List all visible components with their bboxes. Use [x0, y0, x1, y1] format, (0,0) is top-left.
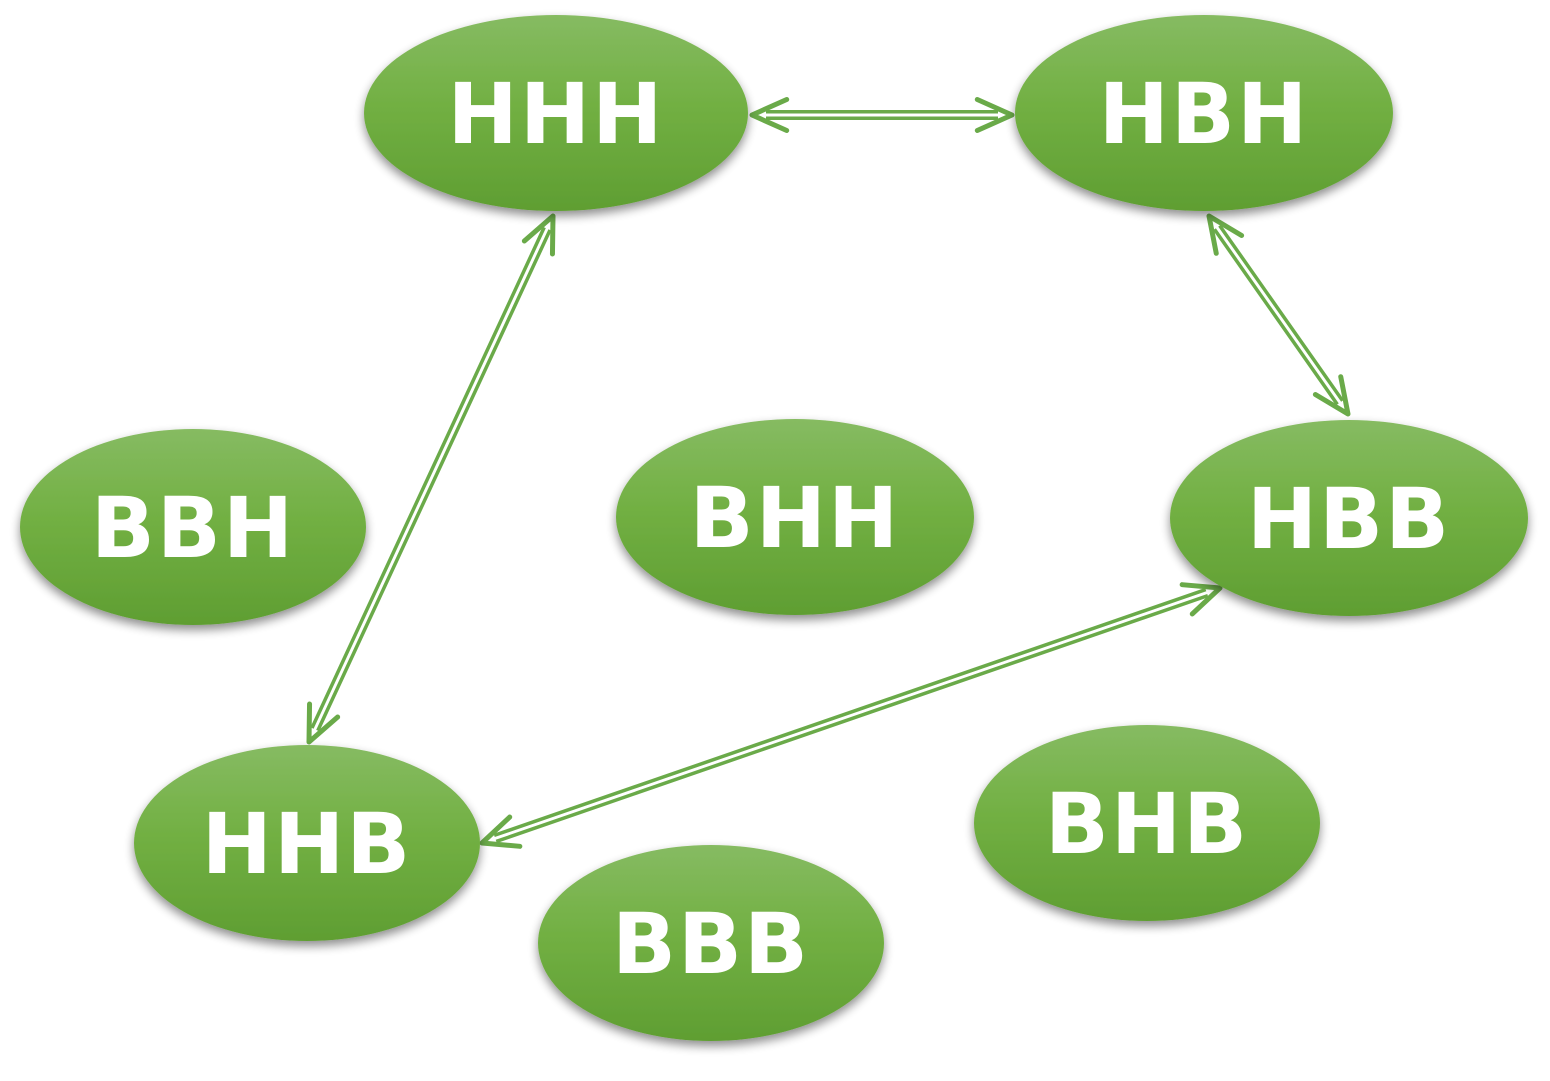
edge-shaft-line	[1212, 228, 1339, 406]
node-bhb: BHB	[974, 725, 1320, 921]
edge-shaft-line	[495, 593, 1209, 844]
edges-layer	[306, 97, 1351, 849]
node-ellipse	[974, 725, 1320, 921]
edge-shaft-line	[316, 229, 552, 732]
node-label: HHH	[448, 65, 665, 163]
node-label: HBH	[1099, 65, 1310, 163]
node-ellipse	[1170, 420, 1528, 616]
node-bhh: BHH	[616, 419, 974, 615]
arrowhead-hbh	[1206, 213, 1245, 256]
edge-hbb-hhb	[479, 582, 1223, 849]
node-hbb: HBB	[1170, 420, 1528, 616]
edge-hhh-hbh	[749, 97, 1015, 133]
node-ellipse	[616, 419, 974, 615]
node-ellipse	[364, 15, 748, 211]
node-label: BHB	[1045, 775, 1249, 873]
node-label: BBH	[91, 479, 295, 577]
edge-shaft-line	[1218, 224, 1345, 402]
node-label: HHB	[202, 795, 413, 893]
node-ellipse	[20, 429, 366, 625]
node-label: BBB	[612, 895, 810, 993]
node-label: BHH	[690, 469, 901, 567]
arrowhead-hbh	[974, 97, 1015, 133]
node-bbb: BBB	[538, 845, 884, 1041]
node-label: HBB	[1247, 470, 1451, 568]
node-ellipse	[538, 845, 884, 1041]
node-ellipse	[134, 745, 480, 941]
node-bbh: BBH	[20, 429, 366, 625]
node-hhb: HHB	[134, 745, 480, 941]
nodes-layer: HHH HBH BBH BHH HBB HHB BHB BBB	[20, 15, 1528, 1041]
arrowhead-hhb	[479, 814, 523, 849]
node-hbh: HBH	[1015, 15, 1393, 211]
edge-hbh-hbb	[1206, 213, 1351, 417]
edge-shaft-line	[310, 226, 546, 729]
edge-shaft-line	[493, 587, 1207, 838]
node-hhh: HHH	[364, 15, 748, 211]
arrowhead-hhb	[306, 701, 341, 745]
node-ellipse	[1015, 15, 1393, 211]
arrowhead-hbb	[1312, 374, 1351, 417]
arrowhead-hbb	[1179, 582, 1223, 617]
arrowhead-hhh	[521, 213, 556, 257]
arrowhead-hhh	[749, 97, 790, 133]
edge-hhh-hhb	[306, 213, 556, 745]
